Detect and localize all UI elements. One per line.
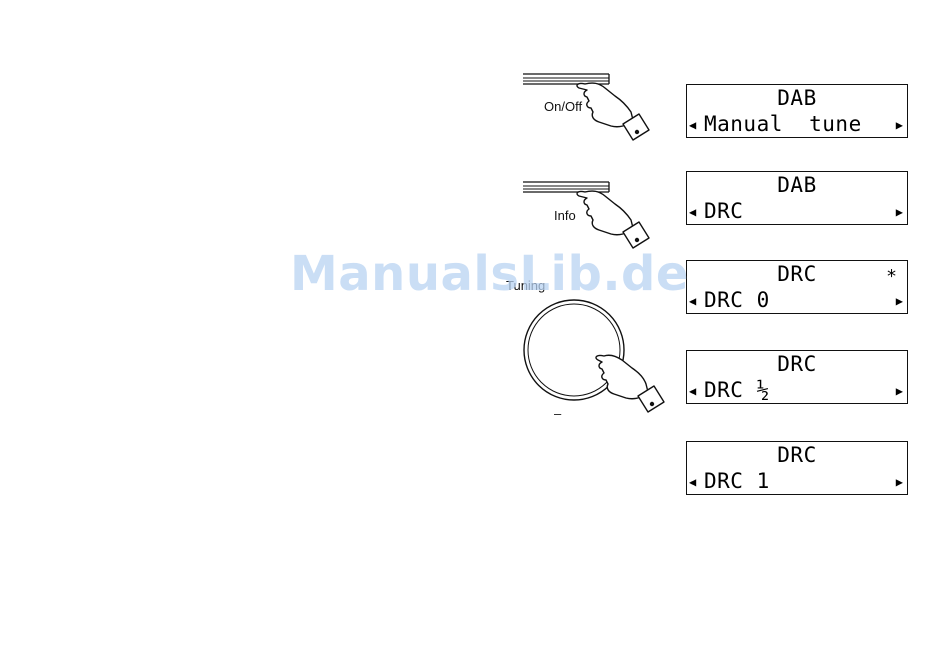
arrow-left-icon: ◀ [689, 476, 696, 488]
info-button-illustration [515, 176, 660, 256]
lcd-display-5: DRC ◀ DRC 1 ▶ [686, 441, 908, 495]
tuning-knob-illustration [518, 294, 668, 424]
arrow-left-icon: ◀ [689, 385, 696, 397]
arrow-left-icon: ◀ [689, 206, 696, 218]
lcd-line-2: DRC 0 [704, 288, 770, 312]
onoff-label: On/Off [544, 99, 582, 114]
onoff-button[interactable] [523, 74, 609, 84]
lcd-display-2: DAB ◀ DRC ▶ [686, 171, 908, 225]
lcd-line-2: DRC [704, 199, 743, 223]
lcd-line-2: DRC ½ [704, 378, 770, 402]
lcd-line-1: DRC [687, 352, 907, 376]
watermark-text: ManualsLib.de [290, 246, 689, 302]
arrow-left-icon: ◀ [689, 119, 696, 131]
arrow-right-icon: ▶ [896, 295, 903, 307]
lcd-line-2: DRC 1 [704, 469, 770, 493]
lcd-display-3: DRC * ◀ DRC 0 ▶ [686, 260, 908, 314]
lcd-line-1: DRC [687, 262, 907, 286]
lcd-line-1: DAB [687, 173, 907, 197]
info-button[interactable] [523, 182, 609, 192]
lcd-display-4: DRC ◀ DRC ½ ▶ [686, 350, 908, 404]
arrow-right-icon: ▶ [896, 206, 903, 218]
lcd-marker: * [886, 267, 897, 287]
lcd-line-1: DRC [687, 443, 907, 467]
lcd-line-2: Manual tune [704, 112, 862, 136]
arrow-right-icon: ▶ [896, 119, 903, 131]
pointing-hand-icon [577, 191, 649, 248]
arrow-left-icon: ◀ [689, 295, 696, 307]
info-label: Info [554, 208, 576, 223]
arrow-right-icon: ▶ [896, 476, 903, 488]
tuning-minus-label: – [554, 406, 561, 421]
lcd-line-1: DAB [687, 86, 907, 110]
pointing-hand-icon [577, 83, 649, 140]
arrow-right-icon: ▶ [896, 385, 903, 397]
lcd-display-1: DAB ◀ Manual tune ▶ [686, 84, 908, 138]
onoff-button-illustration [515, 68, 660, 148]
